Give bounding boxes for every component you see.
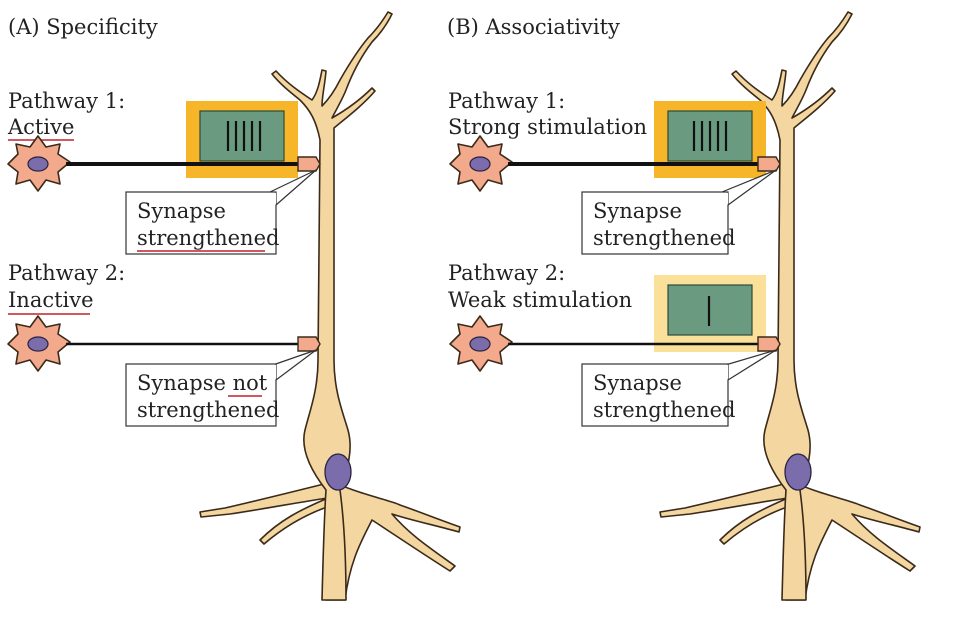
pathway2-b-name: Pathway 2: [448, 261, 565, 285]
callout-b1-line1: Synapse [593, 199, 682, 223]
stimulator-b-strong [654, 101, 766, 178]
presyn-neuron-b2 [449, 315, 513, 372]
postsynaptic-nucleus-a [324, 453, 352, 491]
callout-a1: Synapse strengthened [125, 169, 317, 255]
panel-b: (B) Associativity Pathway 1: Strong stim… [447, 11, 921, 601]
pathway2-a-name: Pathway 2: [8, 261, 125, 285]
stim-marks-b1 [692, 121, 728, 151]
callout-b1: Synapse strengthened [581, 169, 777, 255]
presyn-neuron-a1 [7, 135, 71, 192]
callout-a2-line1a: Synapse [137, 371, 233, 395]
presyn-neuron-a2 [7, 315, 71, 372]
presyn-neuron-b1 [449, 135, 513, 192]
stimulator-b-weak [654, 275, 766, 352]
svg-text:Synapse not: Synapse not [137, 371, 268, 395]
callout-b1-line2: strengthened [593, 226, 735, 250]
postsynaptic-neuron-a [199, 11, 461, 601]
callout-b2-line1: Synapse [593, 371, 682, 395]
stimulator-a-strong [186, 101, 298, 178]
pathway2-a-state: Inactive [8, 288, 94, 312]
pathway1-b-name: Pathway 1: [448, 89, 565, 113]
callout-a2-line1b: not [233, 371, 268, 395]
terminal-b2 [757, 336, 781, 352]
terminal-b1 [757, 156, 781, 172]
terminal-a1 [297, 156, 321, 172]
panel-a: (A) Specificity Pathway 1: Active [7, 11, 461, 601]
callout-a2-line2: strengthened [137, 398, 279, 422]
pathway1-a-name: Pathway 1: [8, 89, 125, 113]
callout-a1-line2: strengthened [137, 226, 279, 250]
callout-b2: Synapse strengthened [581, 349, 777, 427]
pathway1-b-state: Strong stimulation [448, 115, 647, 139]
panel-b-title: (B) Associativity [447, 15, 620, 39]
stim-marks-a1 [226, 121, 262, 151]
callout-b2-line2: strengthened [593, 398, 735, 422]
terminal-a2 [297, 336, 321, 352]
pathway2-b-state: Weak stimulation [448, 288, 632, 312]
postsynaptic-neuron-b [659, 11, 921, 601]
callout-a2: Synapse not strengthened [125, 349, 317, 427]
pathway1-a-state: Active [7, 115, 74, 139]
postsynaptic-nucleus-b [784, 453, 812, 491]
callout-a1-line1: Synapse [137, 199, 226, 223]
panel-a-title: (A) Specificity [8, 15, 158, 39]
